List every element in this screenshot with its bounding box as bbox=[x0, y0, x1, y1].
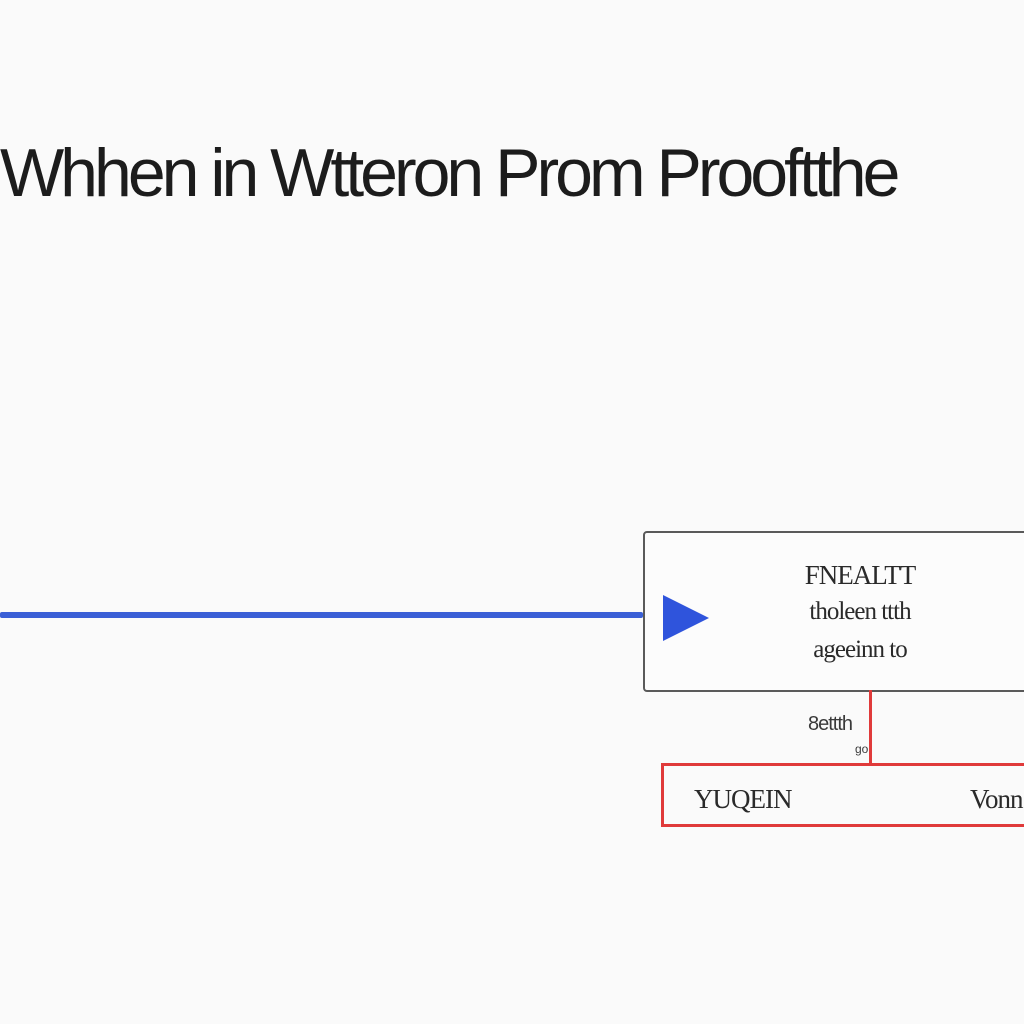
play-arrow-icon bbox=[663, 595, 709, 641]
process-box-line-2: tholeen ttth bbox=[809, 598, 911, 625]
output-connector-line bbox=[869, 690, 872, 764]
output-bar: YUQEIN Vonn bbox=[661, 763, 1024, 827]
input-connector-line bbox=[0, 612, 643, 618]
diagram-title: Whhen in Wtteron Prom Prooftthe bbox=[0, 138, 900, 208]
process-box-line-3: ageeinn to bbox=[813, 636, 907, 663]
output-right-label: Vonn bbox=[970, 784, 1024, 814]
output-left-label: YUQEIN bbox=[694, 784, 792, 814]
connector-label: 8ettth bbox=[808, 713, 853, 735]
process-box: FNEALTT tholeen ttth ageeinn to bbox=[643, 531, 1024, 692]
connector-sublabel: go bbox=[855, 742, 869, 756]
process-box-title: FNEALTT bbox=[804, 560, 917, 590]
